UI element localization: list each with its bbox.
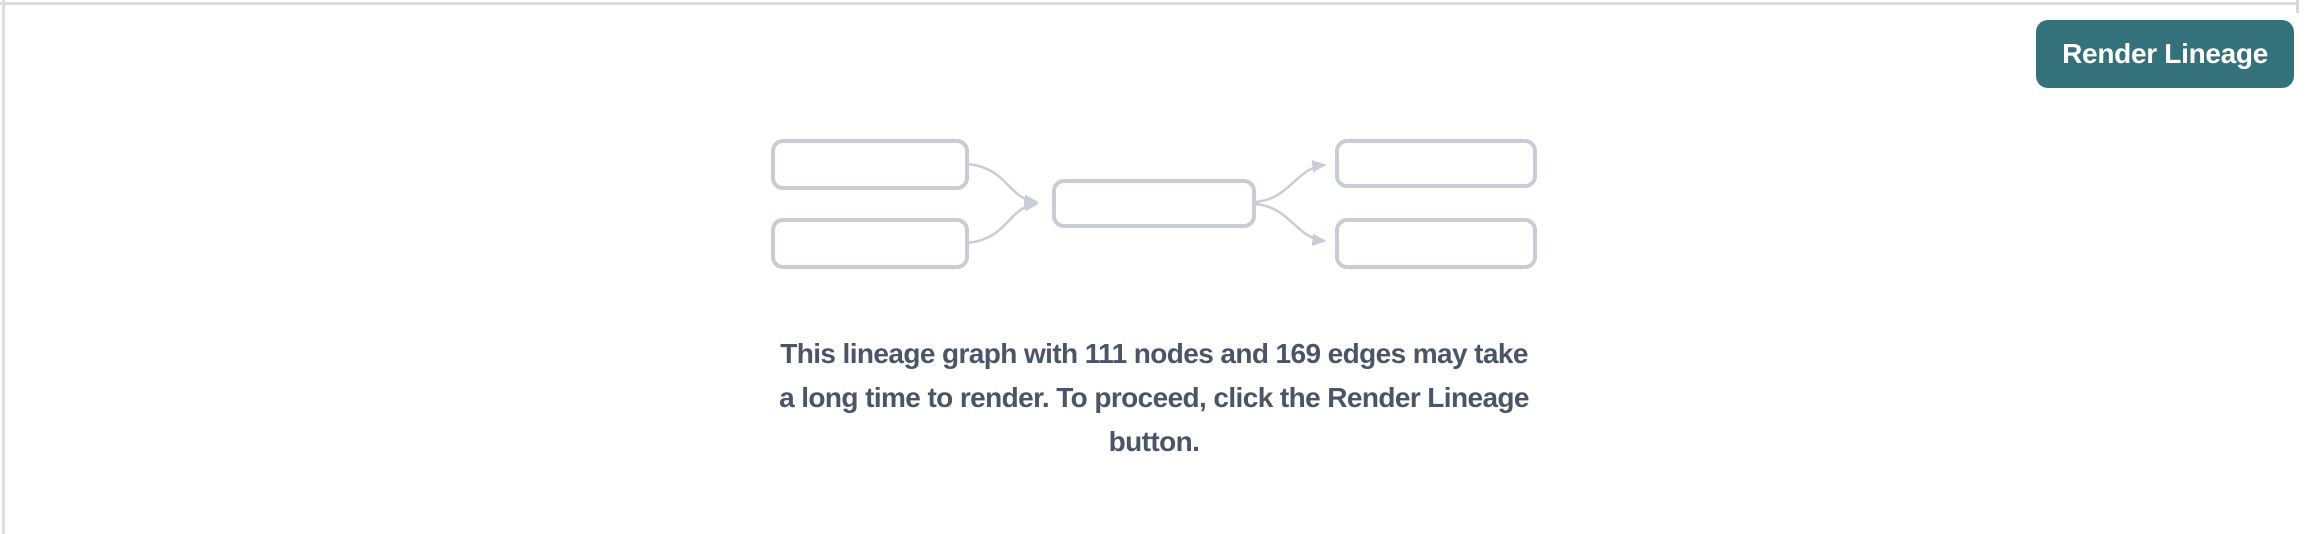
panel-left-border	[2, 0, 5, 534]
edge-middle-to-top-right	[1254, 160, 1327, 204]
edge-middle-to-bottom-right	[1254, 202, 1327, 246]
lineage-warning-line-3: button.	[1108, 426, 1200, 457]
lineage-graph-illustration	[771, 139, 1537, 269]
lineage-warning-message: This lineage graph with 111 nodes and 16…	[654, 332, 1654, 464]
node-box-bottom-right	[1335, 218, 1537, 269]
lineage-warning-line-1: This lineage graph with 111 nodes and 16…	[780, 338, 1528, 369]
node-box-top-right	[1335, 139, 1537, 188]
edge-bottom-left-to-middle	[966, 199, 1039, 245]
panel-corner-stub	[2296, 0, 2299, 13]
render-lineage-button[interactable]: Render Lineage	[2036, 20, 2294, 88]
edge-top-left-to-middle	[966, 162, 1039, 207]
lineage-warning-line-2: a long time to render. To proceed, click…	[779, 382, 1529, 413]
panel-top-border	[0, 2, 2296, 5]
node-box-middle	[1052, 179, 1256, 228]
node-box-top-left	[771, 139, 969, 190]
node-box-bottom-left	[771, 218, 969, 269]
